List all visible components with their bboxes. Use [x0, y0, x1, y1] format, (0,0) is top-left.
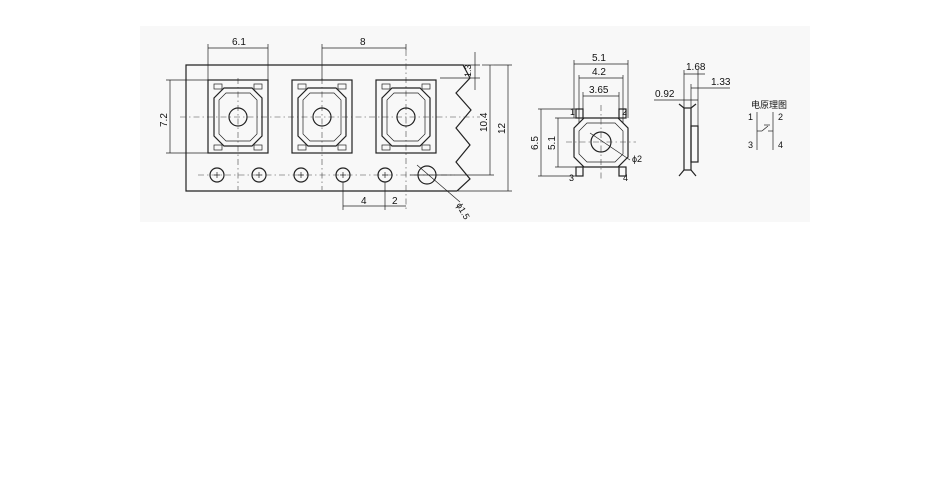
tape-pocket-3	[375, 79, 437, 154]
svg-text:2: 2	[778, 112, 783, 122]
svg-text:6.1: 6.1	[232, 37, 246, 48]
dimension-12: 12	[458, 64, 512, 192]
svg-text:1.68: 1.68	[686, 62, 706, 73]
tape-outline	[185, 64, 472, 192]
svg-text:12: 12	[497, 122, 508, 134]
carrier-tape: 6.1 8 7.2 1.3 10.4	[159, 37, 512, 221]
svg-text:4: 4	[361, 196, 367, 207]
svg-text:1.33: 1.33	[711, 77, 731, 88]
svg-text:6.5: 6.5	[530, 136, 541, 150]
switch-side-view: 1.68 1.33 0.92	[654, 62, 731, 177]
circuit-schematic: 电原理图 1 2 3 4	[748, 99, 787, 150]
svg-text:3: 3	[748, 140, 753, 150]
switch-top-view: ϕ2 1 2 3 4 5.1 4.2 3.65 6.5 5.1	[530, 53, 642, 183]
dimension-6-1: 6.1	[207, 37, 269, 80]
svg-text:1.3: 1.3	[463, 64, 473, 77]
svg-text:4: 4	[623, 173, 628, 183]
svg-text:10.4: 10.4	[479, 112, 490, 132]
svg-text:5.1: 5.1	[592, 53, 606, 64]
svg-text:8: 8	[360, 37, 366, 48]
svg-text:1: 1	[570, 107, 575, 117]
sprocket-holes	[209, 165, 437, 185]
svg-text:3.65: 3.65	[589, 85, 609, 96]
dimension-1-3: 1.3	[440, 52, 480, 90]
dimension-7-2: 7.2	[159, 79, 208, 154]
dimension-hole-diameter: ϕ1.5	[416, 164, 472, 221]
dimension-10-4: 10.4	[410, 64, 494, 176]
tape-pocket-2	[291, 79, 353, 154]
svg-text:ϕ1.5: ϕ1.5	[454, 201, 471, 221]
svg-text:5.1: 5.1	[547, 136, 558, 150]
svg-text:ϕ2: ϕ2	[632, 154, 642, 164]
svg-text:0.92: 0.92	[655, 89, 675, 100]
dimension-4-and-2: 4 2	[342, 182, 406, 210]
svg-text:4.2: 4.2	[592, 67, 606, 78]
svg-text:3: 3	[569, 173, 574, 183]
svg-text:7.2: 7.2	[159, 113, 170, 127]
svg-text:4: 4	[778, 140, 783, 150]
svg-text:1: 1	[748, 112, 753, 122]
dimension-8: 8	[321, 37, 407, 80]
svg-text:2: 2	[392, 196, 398, 207]
svg-text:2: 2	[622, 107, 627, 117]
tape-pocket-1	[207, 79, 269, 154]
svg-text:电原理图: 电原理图	[751, 99, 787, 110]
